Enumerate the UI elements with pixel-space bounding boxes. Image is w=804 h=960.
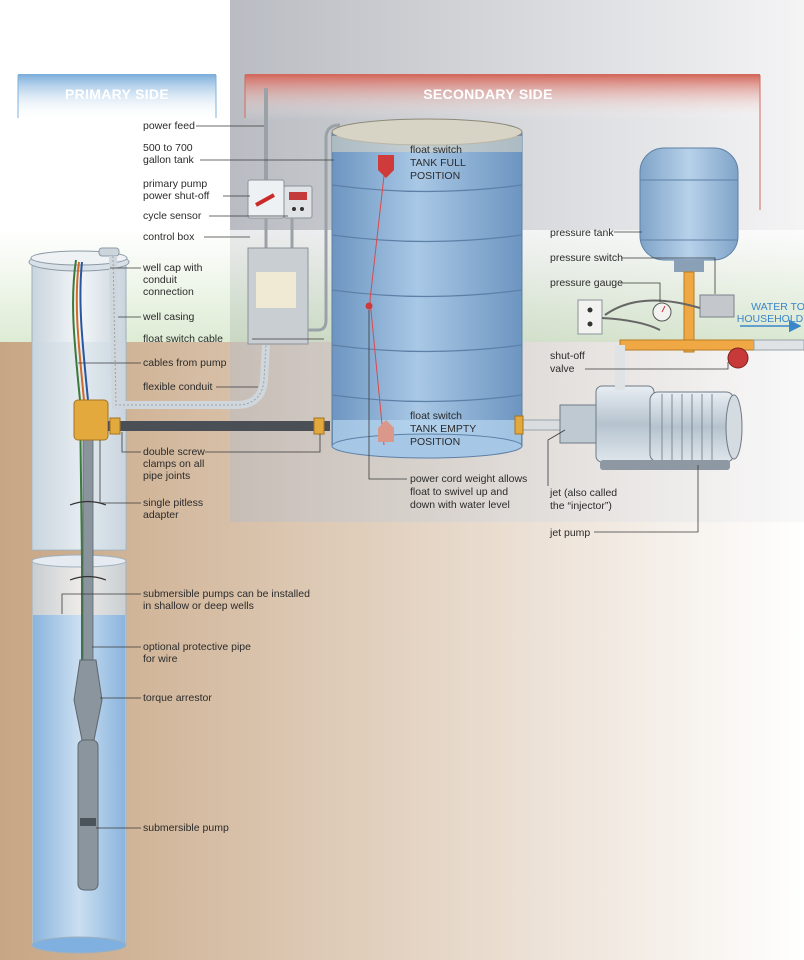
right-labels: pressure tank pressure switch pressure g…	[547, 227, 729, 539]
label-jet-1: jet (also called	[549, 487, 617, 499]
label-double-screw-3: pipe joints	[143, 470, 190, 482]
label-jet-2: the “injector”)	[550, 500, 612, 512]
label-tank-size-1: 500 to 700	[143, 142, 193, 154]
label-power-feed: power feed	[143, 120, 195, 132]
label-protective-2: for wire	[143, 653, 178, 665]
tank-labels: float switch TANK FULL POSITION float sw…	[368, 144, 527, 511]
primary-header-text: PRIMARY SIDE	[65, 86, 169, 102]
label-float-empty-2: TANK EMPTY	[410, 423, 476, 435]
outlet-icon	[577, 299, 603, 335]
label-well-cap-2: conduit	[143, 274, 177, 286]
label-well-cap-3: connection	[143, 286, 194, 298]
label-sub-install-2: in shallow or deep wells	[143, 600, 254, 612]
left-labels: power feed 500 to 700 gallon tank primar…	[61, 120, 334, 834]
label-control-box: control box	[143, 231, 195, 243]
label-well-cap-1: well cap with	[142, 262, 203, 274]
label-float-empty-1: float switch	[410, 410, 462, 422]
label-pitless-1: single pitless	[143, 497, 203, 509]
label-pitless-2: adapter	[143, 509, 179, 521]
label-cycle-sensor: cycle sensor	[143, 210, 202, 222]
cycle-sensor-box	[283, 185, 313, 219]
label-pressure-gauge: pressure gauge	[550, 277, 623, 289]
label-pressure-switch: pressure switch	[550, 252, 623, 264]
label-torque: torque arrestor	[143, 692, 212, 704]
label-float-cable: float switch cable	[143, 333, 223, 345]
label-sub-pump: submersible pump	[143, 822, 229, 834]
label-float-full-2: TANK FULL	[410, 157, 466, 169]
jet-pump	[559, 385, 743, 470]
pressure-switch-box	[699, 294, 735, 318]
float-full-icon	[378, 155, 394, 178]
float-switch-cable-line	[308, 123, 341, 332]
water-household-line2: HOUSEHOLD	[737, 313, 804, 325]
label-jet-pump: jet pump	[549, 527, 590, 539]
shutoff-valve-icon	[727, 347, 749, 369]
label-float-full-3: POSITION	[410, 170, 460, 182]
storage-tank	[331, 118, 523, 459]
label-well-casing: well casing	[142, 311, 195, 323]
pressure-tank	[639, 147, 739, 272]
label-cord-weight-3: down with water level	[410, 499, 510, 511]
secondary-header: SECONDARY SIDE	[244, 74, 761, 210]
primary-header: PRIMARY SIDE	[17, 74, 217, 120]
label-flexible-conduit: flexible conduit	[143, 381, 213, 393]
float-empty-icon	[378, 420, 394, 442]
label-tank-size-2: gallon tank	[143, 154, 195, 166]
label-float-empty-3: POSITION	[410, 436, 460, 448]
submersible-pump-body	[77, 739, 99, 891]
label-shutoff-2: power shut-off	[143, 190, 209, 202]
supply-pipe	[108, 421, 330, 431]
label-sub-install-1: submersible pumps can be installed	[143, 588, 310, 600]
label-protective-1: optional protective pipe	[143, 641, 251, 653]
water-household-line1: WATER TO	[751, 301, 804, 313]
copper-riser	[683, 271, 695, 353]
pitless-adapter	[73, 399, 109, 441]
label-pressure-tank: pressure tank	[550, 227, 614, 239]
label-cord-weight-2: float to swivel up and	[410, 486, 508, 498]
label-shutoff-1: primary pump	[143, 178, 207, 190]
label-double-screw-2: clamps on all	[143, 458, 204, 470]
label-double-screw-1: double screw	[143, 446, 205, 458]
cord-weight-icon	[365, 302, 373, 310]
label-shutoff-valve-2: valve	[550, 363, 575, 375]
label-float-full-1: float switch	[410, 144, 462, 156]
label-cables: cables from pump	[143, 357, 227, 369]
secondary-header-text: SECONDARY SIDE	[423, 86, 552, 102]
label-shutoff-valve-1: shut-off	[550, 350, 585, 362]
label-cord-weight-1: power cord weight allows	[410, 473, 527, 485]
